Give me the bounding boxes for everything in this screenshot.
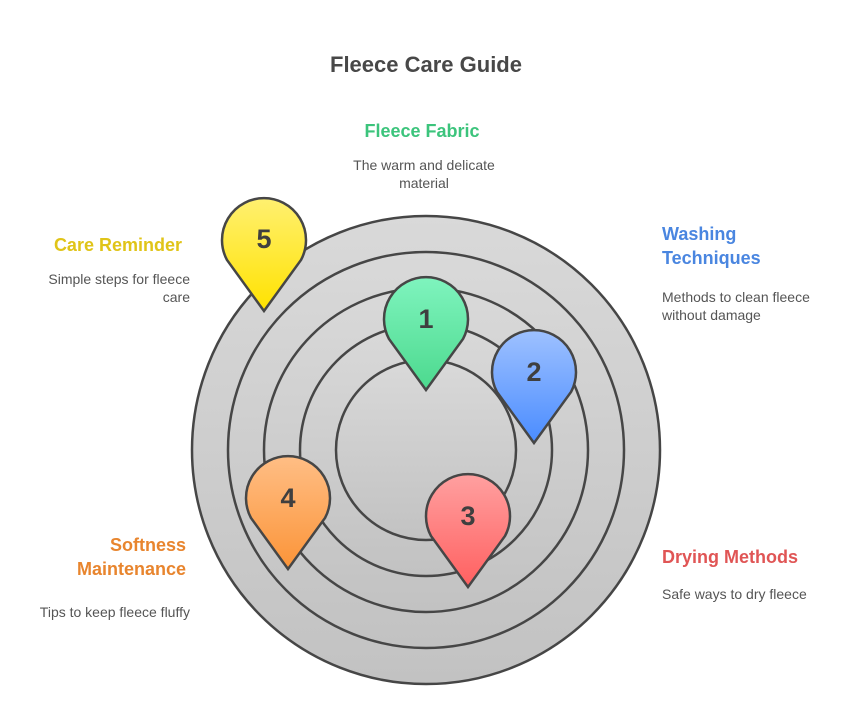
- pin-1-shape: [382, 275, 470, 393]
- item-1-description: The warm and delicate material: [353, 157, 495, 191]
- pin-1-marker: 1: [382, 275, 470, 393]
- pin-5-shape: [220, 196, 308, 314]
- item-4-description: Tips to keep fleece fluffy: [39, 604, 190, 620]
- item-5-heading: Care Reminder: [53, 235, 182, 255]
- item-3-description: Safe ways to dry fleece: [662, 586, 807, 602]
- pin-3-marker: 3: [424, 472, 512, 590]
- pin-2-number: 2: [526, 357, 541, 387]
- item-3-heading: Drying Methods: [662, 547, 799, 567]
- pin-5-marker: 5: [220, 196, 308, 314]
- pin-1-number: 1: [418, 304, 433, 334]
- item-4-heading: Softness Maintenance: [76, 535, 186, 579]
- pin-4-marker: 4: [244, 454, 332, 572]
- item-1-heading: Fleece Fabric: [364, 121, 480, 141]
- item-2-description: Methods to clean fleece without damage: [662, 289, 810, 323]
- page-title: Fleece Care Guide: [330, 52, 522, 77]
- item-2-heading: Washing Techniques: [662, 224, 761, 268]
- pin-2-shape: [490, 328, 578, 446]
- pin-2-marker: 2: [490, 328, 578, 446]
- pin-4-shape: [244, 454, 332, 572]
- item-5-description: Simple steps for fleece care: [48, 271, 190, 305]
- pin-3-number: 3: [460, 501, 475, 531]
- pin-4-number: 4: [280, 483, 295, 513]
- pins: 1 2 3 4 5: [220, 196, 578, 590]
- pin-3-shape: [424, 472, 512, 590]
- pin-5-number: 5: [256, 224, 271, 254]
